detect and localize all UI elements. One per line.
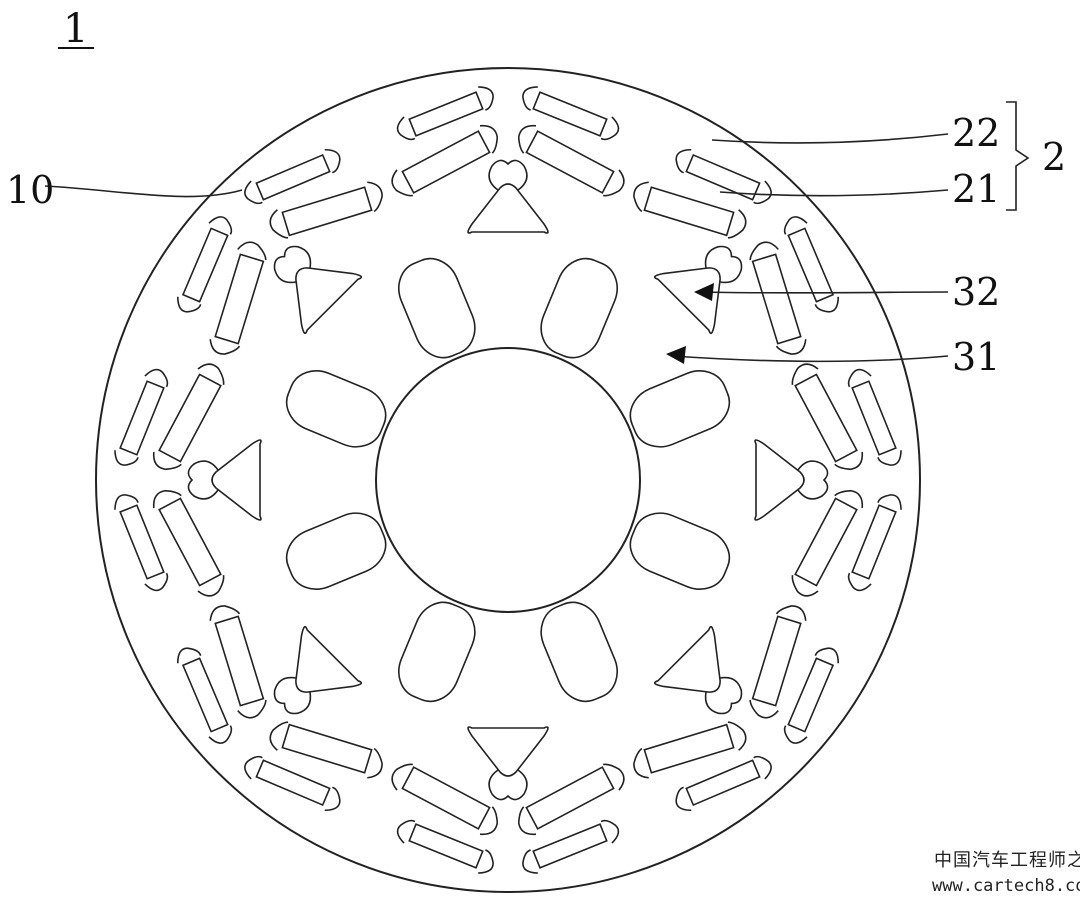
magnet-pole bbox=[391, 86, 625, 197]
magnet-21 bbox=[152, 363, 225, 471]
magnet-21 bbox=[269, 721, 383, 779]
watermark-url: www.cartech8.com bbox=[932, 876, 1080, 896]
label-10: 10 bbox=[6, 168, 54, 212]
magnet-21 bbox=[152, 489, 225, 597]
magnet-21 bbox=[209, 605, 267, 719]
magnet-pole bbox=[176, 605, 383, 812]
flux-barrier bbox=[704, 676, 743, 715]
label-22: 22 bbox=[952, 111, 1000, 155]
magnet-21 bbox=[391, 124, 499, 197]
magnet-21 bbox=[209, 241, 267, 355]
magnet-21 bbox=[391, 763, 499, 836]
hole-32 bbox=[467, 183, 549, 234]
magnet-21 bbox=[269, 181, 383, 239]
hole-31 bbox=[398, 601, 476, 703]
magnet-pole bbox=[114, 363, 225, 597]
leader-line-22 bbox=[711, 133, 949, 144]
magnet-pole bbox=[176, 148, 383, 355]
magnet-21 bbox=[633, 181, 747, 239]
hole-31 bbox=[398, 257, 476, 359]
magnet-pole bbox=[791, 363, 902, 597]
magnet-pole bbox=[633, 605, 840, 812]
bracket-2 bbox=[1006, 101, 1030, 211]
magnet-22 bbox=[847, 494, 902, 592]
magnet-22 bbox=[244, 148, 341, 205]
magnet-21 bbox=[791, 363, 864, 471]
flux-barrier bbox=[273, 245, 312, 284]
hole-31 bbox=[285, 370, 387, 448]
hole-31 bbox=[540, 601, 618, 703]
magnet-22 bbox=[114, 494, 169, 592]
shaft-hole bbox=[375, 347, 641, 613]
flux-barrier bbox=[488, 159, 528, 191]
magnet-22 bbox=[176, 647, 233, 744]
leader-line-10 bbox=[44, 185, 243, 198]
hole-31 bbox=[629, 512, 731, 590]
hole-32 bbox=[653, 267, 721, 335]
flux-barrier bbox=[187, 460, 219, 500]
flux-barrier bbox=[273, 676, 312, 715]
magnet-22 bbox=[176, 216, 233, 313]
magnet-21 bbox=[517, 124, 625, 197]
leader-line-31 bbox=[671, 355, 949, 363]
magnet-22 bbox=[396, 819, 494, 874]
magnet-21 bbox=[749, 241, 807, 355]
label-31: 31 bbox=[952, 335, 1000, 379]
label-2: 2 bbox=[1042, 135, 1066, 179]
arrowhead-31 bbox=[666, 346, 686, 364]
arrowhead-32 bbox=[694, 283, 714, 301]
flux-barrier bbox=[704, 245, 743, 284]
hole-32 bbox=[754, 439, 805, 521]
leader-line-21 bbox=[719, 189, 949, 197]
hole-32 bbox=[211, 439, 262, 521]
figure-number: 1 bbox=[63, 6, 88, 52]
weight-reduction-holes bbox=[211, 183, 805, 777]
flux-barrier bbox=[797, 460, 829, 500]
magnet-21 bbox=[791, 489, 864, 597]
hole-31 bbox=[540, 257, 618, 359]
hole-32 bbox=[467, 726, 549, 777]
hole-32 bbox=[295, 267, 363, 335]
hole-32 bbox=[295, 625, 363, 693]
magnet-22 bbox=[847, 368, 902, 466]
leader-line-32 bbox=[699, 291, 949, 294]
magnet-22 bbox=[522, 819, 620, 874]
magnet-21 bbox=[517, 763, 625, 836]
hole-32 bbox=[653, 625, 721, 693]
magnet-pole bbox=[633, 148, 840, 355]
magnet-22 bbox=[244, 755, 341, 812]
magnet-22 bbox=[675, 755, 772, 812]
label-21: 21 bbox=[952, 167, 1000, 211]
label-32: 32 bbox=[952, 270, 1000, 314]
watermark-text: 中国汽车工程师之家 bbox=[934, 850, 1080, 871]
rotor-outer-circle bbox=[95, 67, 921, 893]
magnet-22 bbox=[396, 86, 494, 141]
magnet-22 bbox=[522, 86, 620, 141]
magnet-22 bbox=[675, 148, 772, 205]
magnet-pole-group bbox=[114, 86, 902, 874]
flux-barrier bbox=[488, 769, 528, 801]
magnet-21 bbox=[749, 605, 807, 719]
hole-31 bbox=[285, 512, 387, 590]
magnet-22 bbox=[783, 647, 840, 744]
magnet-22 bbox=[114, 368, 169, 466]
hole-31 bbox=[629, 370, 731, 448]
magnet-pole bbox=[391, 763, 625, 874]
magnet-21 bbox=[633, 721, 747, 779]
magnet-22 bbox=[783, 216, 840, 313]
